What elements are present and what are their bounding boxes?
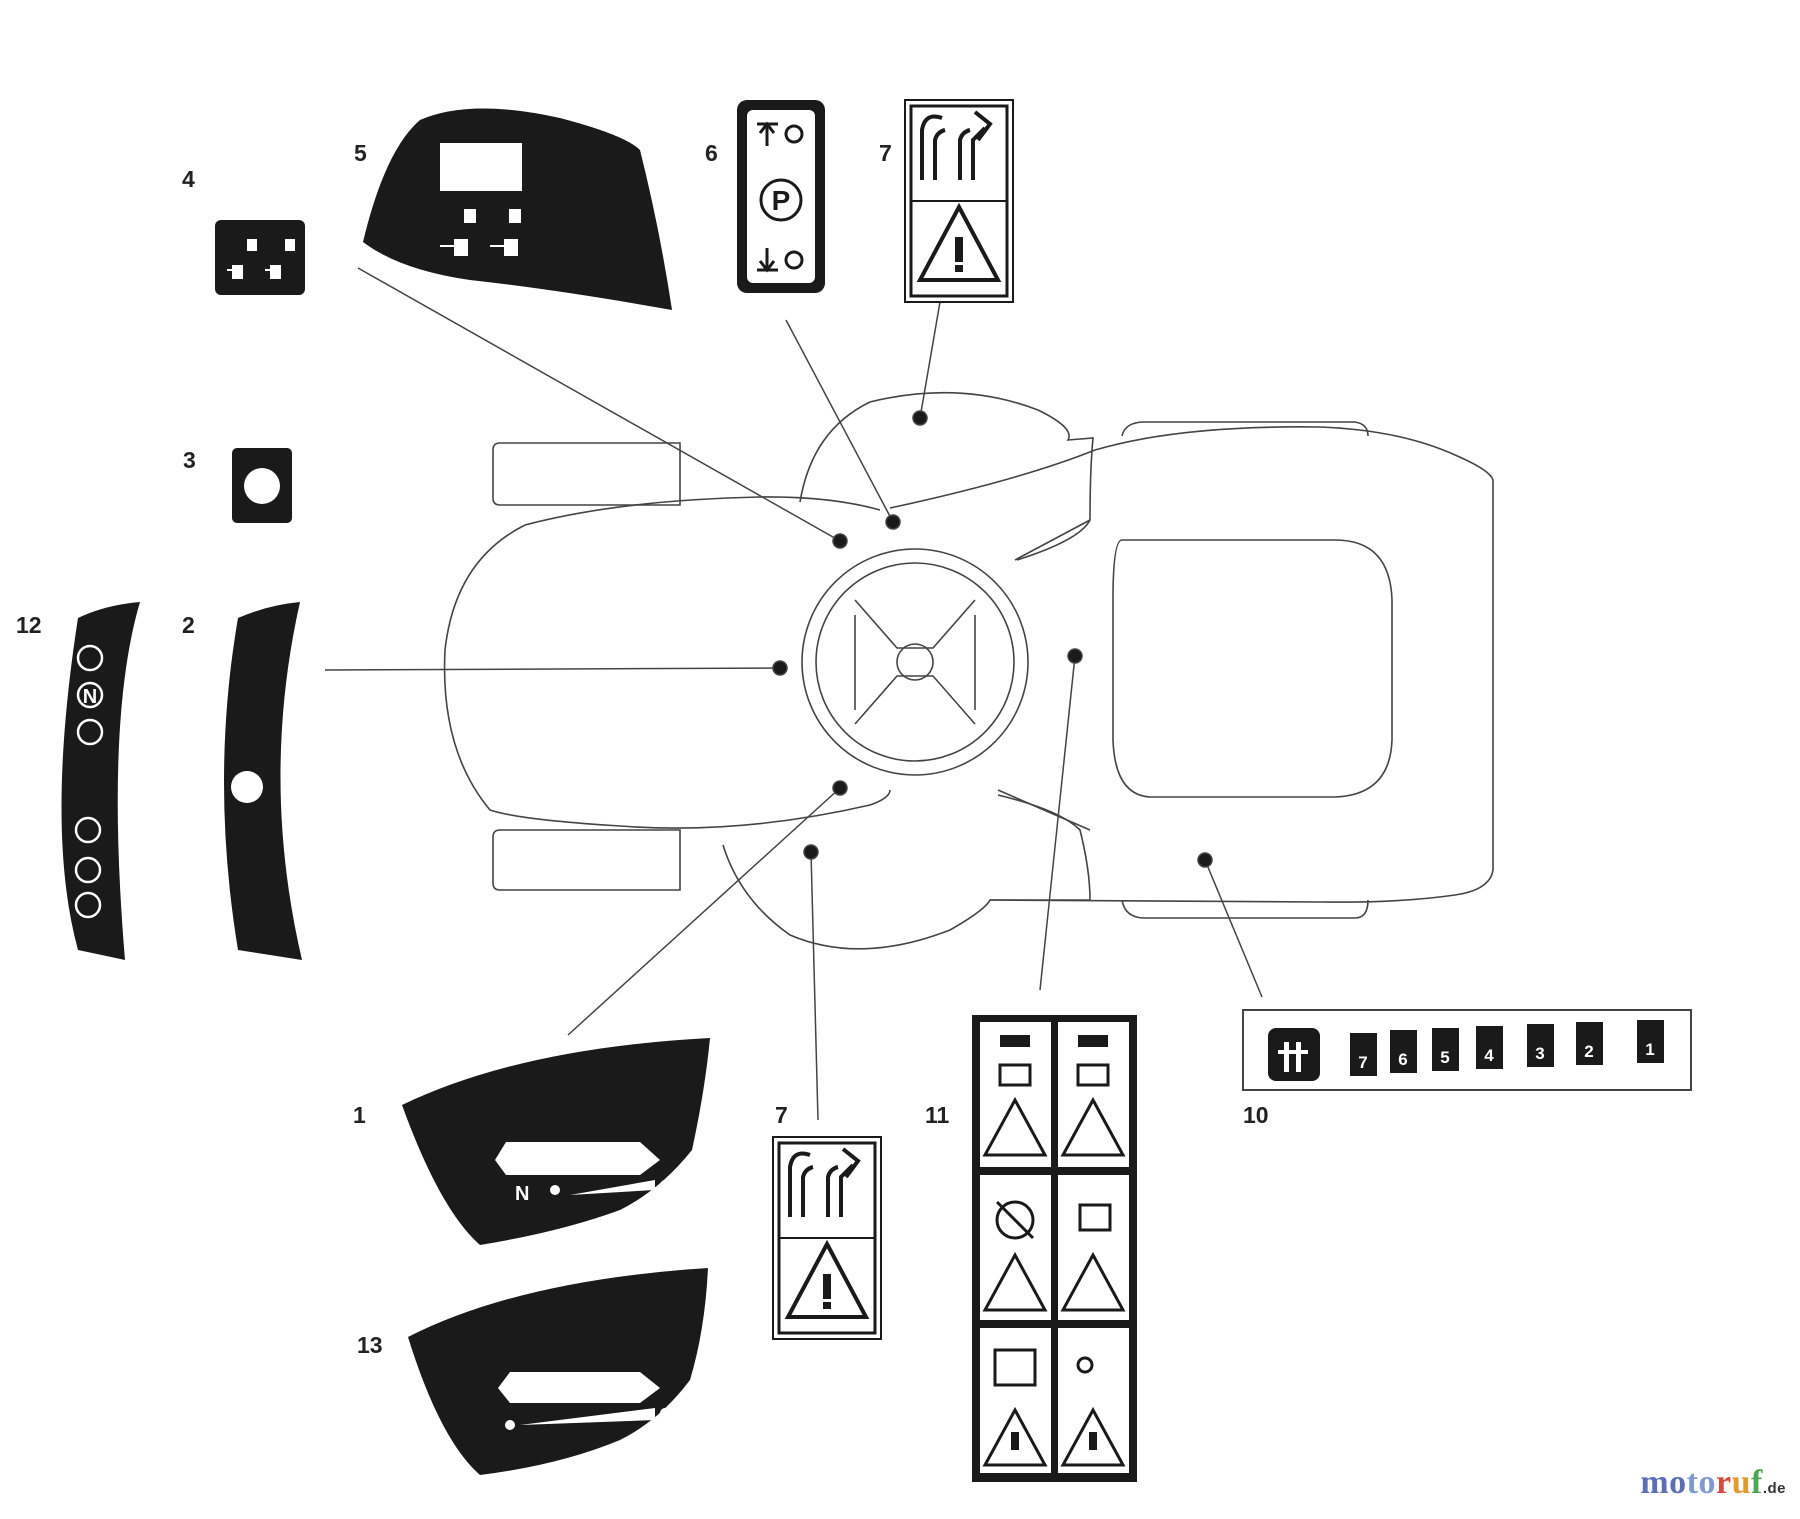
callout-label-7-bottom: 7 (775, 1102, 788, 1128)
decal-3 (232, 448, 292, 523)
callout-dot-1 (832, 780, 848, 796)
decal-12: N (61, 602, 140, 960)
callout-dot-4-5 (832, 533, 848, 549)
gear-label-3: 3 (1535, 1044, 1544, 1063)
gear-label-7: 7 (1358, 1053, 1367, 1072)
decal-7-bottom (772, 1136, 882, 1340)
callout-dot-10 (1197, 852, 1213, 868)
body-top-line (889, 426, 1494, 903)
steering-spoke-1 (854, 599, 976, 649)
watermark-logo: motoruf.de (1640, 1464, 1786, 1501)
callout-label-11: 11 (925, 1102, 950, 1128)
decal-6-park-symbol: P (772, 185, 791, 216)
callout-dot-11 (1067, 648, 1083, 664)
callout-dot-2 (772, 660, 788, 676)
fender-bottom (722, 794, 1091, 950)
tractor-outline (443, 391, 1494, 950)
callout-label-5: 5 (354, 140, 367, 166)
decal-1-neutral-symbol: N (515, 1183, 529, 1205)
callout-label-12: 12 (16, 612, 42, 638)
front-wheel-bottom (1121, 899, 1369, 919)
steering-hub (896, 643, 934, 681)
hood-top-edge (524, 496, 881, 526)
gear-label-5: 5 (1440, 1048, 1449, 1067)
callout-label-6: 6 (705, 140, 718, 166)
decal-11 (972, 1015, 1137, 1482)
decal-13 (408, 1268, 708, 1475)
gear-label-6: 6 (1398, 1050, 1407, 1069)
leader-lines (324, 267, 1263, 1121)
callout-dot-6 (885, 514, 901, 530)
decal-7-top (904, 99, 1014, 303)
decal-10: 7 6 5 4 3 2 1 (1242, 1009, 1692, 1091)
callout-label-13: 13 (357, 1332, 383, 1358)
decal-2 (224, 602, 302, 960)
decal-4 (215, 220, 305, 295)
seat-area (1112, 539, 1393, 798)
steering-wheel-inner (815, 562, 1015, 762)
decal-10-gear-tiles (1350, 1020, 1664, 1076)
gear-label-4: 4 (1484, 1046, 1494, 1065)
hood (443, 524, 891, 829)
callout-label-7-top: 7 (879, 140, 892, 166)
rear-wheel-right (492, 829, 681, 891)
decal-6: P (737, 100, 825, 293)
front-wheel-top (1121, 421, 1369, 437)
callout-label-1: 1 (353, 1102, 366, 1128)
steering-wheel-outer (801, 548, 1029, 776)
rear-wheel-left (492, 442, 681, 506)
body-line-2 (997, 789, 1091, 831)
steering-spoke-3 (854, 615, 976, 710)
decal-12-neutral-symbol: N (83, 686, 97, 708)
decal-5 (363, 108, 672, 310)
callout-dot-7-bottom (803, 844, 819, 860)
steering-spoke-2 (854, 675, 976, 725)
gear-label-2: 2 (1584, 1042, 1593, 1061)
gear-label-1: 1 (1645, 1040, 1654, 1059)
decal-1: N (402, 1038, 710, 1245)
callout-label-10: 10 (1243, 1102, 1269, 1128)
callout-dot-7-top (912, 410, 928, 426)
callout-label-2: 2 (182, 612, 195, 638)
body-line-1 (1014, 519, 1091, 561)
callout-label-3: 3 (183, 447, 196, 473)
callout-label-4: 4 (182, 166, 195, 192)
